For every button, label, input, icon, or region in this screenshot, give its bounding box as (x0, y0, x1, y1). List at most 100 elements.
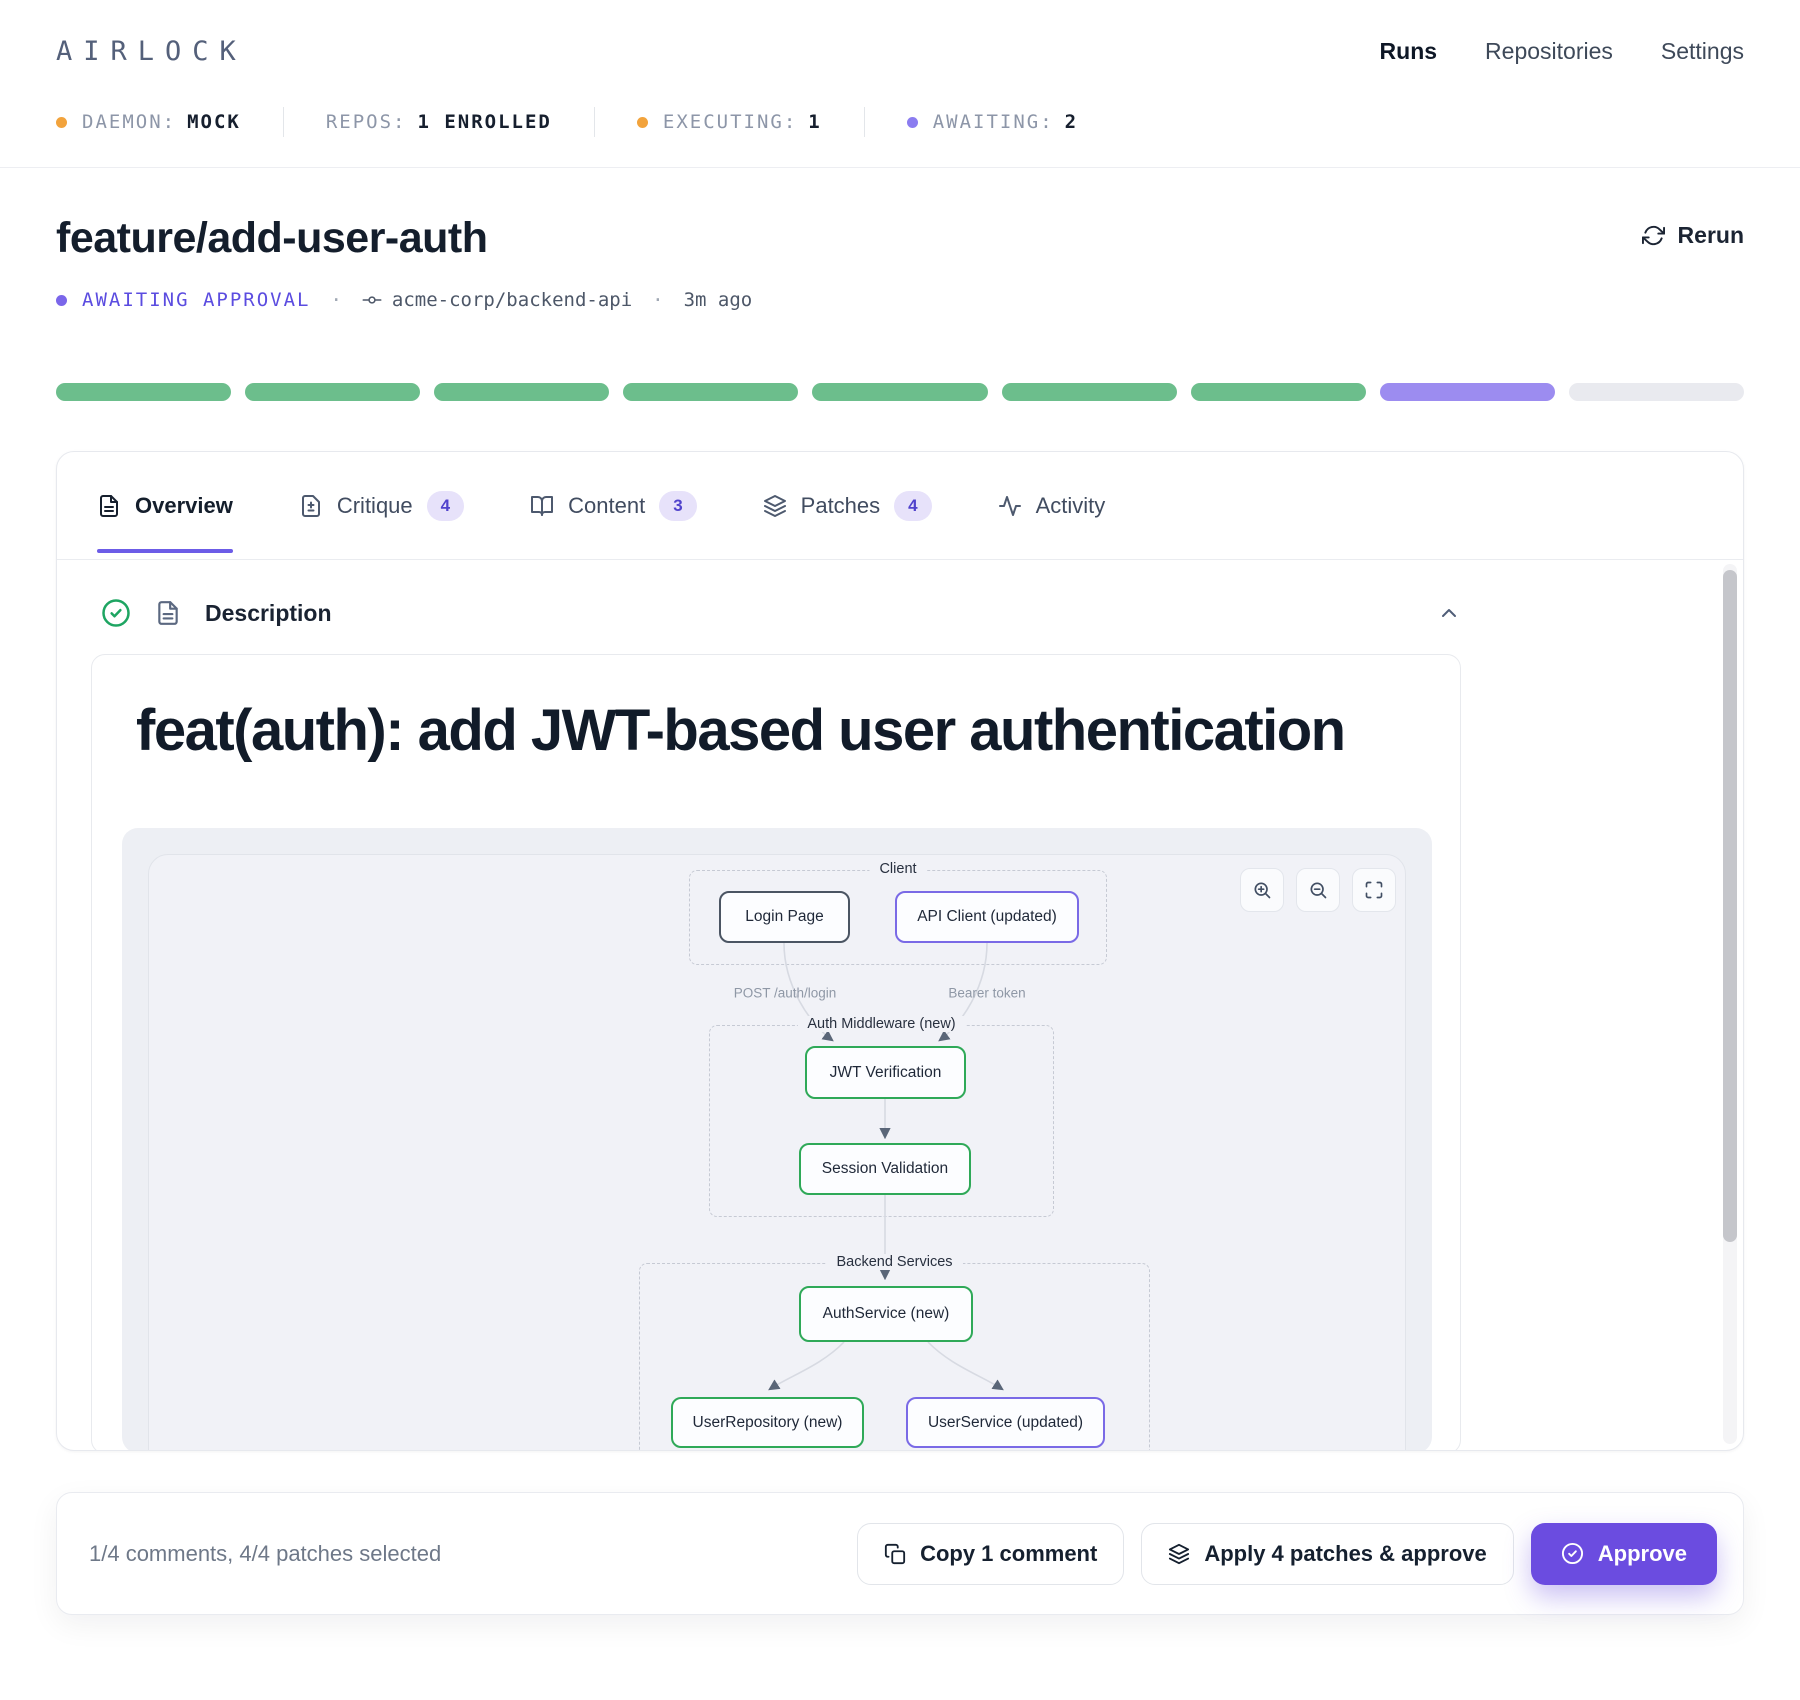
executing-value: 1 (808, 111, 822, 133)
pipeline-progress-bar (56, 383, 1744, 401)
node-label: UserRepository (new) (692, 1413, 843, 1431)
selection-summary: 1/4 comments, 4/4 patches selected (89, 1540, 442, 1566)
description-card: feat(auth): add JWT-based user authentic… (91, 654, 1461, 1450)
awaiting-label: AWAITING: (932, 111, 1054, 133)
tab-critique[interactable]: Critique 4 (299, 452, 465, 559)
repos-label: REPOS: (325, 111, 407, 133)
check-circle-icon (1561, 1542, 1583, 1565)
tab-content[interactable]: Content 3 (530, 452, 697, 559)
status-executing: EXECUTING: 1 (636, 111, 822, 133)
run-timestamp: 3m ago (683, 289, 753, 311)
diagram-group-client: Client (689, 861, 1107, 965)
dot-separator: · (330, 289, 342, 311)
zoom-in-icon (1254, 882, 1271, 899)
nav-settings[interactable]: Settings (1660, 38, 1744, 64)
approval-footer: 1/4 comments, 4/4 patches selected Copy … (56, 1492, 1744, 1615)
app-header: AIRLOCK Runs Repositories Settings (56, 0, 1744, 67)
tab-label: Critique (336, 492, 413, 518)
executing-label: EXECUTING: (662, 111, 798, 133)
tab-label: Overview (135, 492, 233, 518)
status-awaiting: AWAITING: 2 (906, 111, 1079, 133)
diagram-node-api-client[interactable]: API Client (updated) (895, 891, 1079, 943)
tab-overview[interactable]: Overview (97, 452, 233, 559)
document-icon (158, 601, 178, 625)
awaiting-approval-dot (56, 294, 67, 306)
copy-comment-button[interactable]: Copy 1 comment (857, 1522, 1125, 1585)
fullscreen-icon (1365, 881, 1383, 899)
status-separator (593, 107, 595, 137)
node-label: JWT Verification (829, 1063, 942, 1081)
tab-bar: Overview Critique 4 Content 3 Patches 4 (57, 452, 1743, 560)
run-header: feature/add-user-auth Rerun AWAITING APP… (56, 214, 1744, 311)
zoom-out-button[interactable] (1296, 868, 1340, 912)
run-status-badge: AWAITING APPROVAL (82, 289, 311, 311)
page-title: feature/add-user-auth (56, 214, 488, 262)
group-label: Backend Services (826, 1254, 963, 1270)
nav-repositories[interactable]: Repositories (1485, 38, 1613, 64)
nav-runs[interactable]: Runs (1379, 38, 1438, 64)
repo-link[interactable]: acme-corp/backend-api (362, 289, 632, 311)
progress-segment-done (56, 383, 232, 401)
progress-segment-done (245, 383, 421, 401)
repos-value: 1 ENROLLED (417, 111, 552, 133)
check-circle-icon (102, 599, 130, 627)
overview-panel: Description feat(auth): add JWT-based us… (57, 560, 1743, 1450)
chevron-up-icon[interactable] (1437, 601, 1461, 625)
diagram-group-backend: Backend Services (639, 1254, 1150, 1450)
section-title: Description (205, 599, 332, 626)
architecture-diagram: Client Auth Middleware (new) Backend Ser… (122, 828, 1432, 1450)
layers-icon (763, 494, 786, 517)
node-label: AuthService (new) (822, 1305, 950, 1322)
daemon-value: MOCK (187, 111, 241, 133)
active-tab-underline (97, 549, 233, 553)
dot-separator: · (652, 289, 664, 311)
progress-segment-done (434, 383, 610, 401)
book-open-icon (531, 495, 554, 516)
progress-segment-pending (1568, 383, 1744, 401)
daemon-status-bar: DAEMON: MOCK REPOS: 1 ENROLLED EXECUTING… (0, 107, 1800, 168)
scrollbar-thumb[interactable] (1723, 570, 1737, 1242)
file-text-icon (100, 494, 118, 517)
file-diff-icon (301, 494, 320, 517)
commit-title: feat(auth): add JWT-based user authentic… (136, 698, 1346, 763)
status-repos: REPOS: 1 ENROLLED (326, 111, 552, 133)
executing-status-dot (636, 116, 648, 128)
diagram-node-session-validation[interactable]: Session Validation (799, 1143, 971, 1195)
copy-icon (884, 1543, 906, 1564)
rerun-label: Rerun (1677, 222, 1744, 248)
approve-button[interactable]: Approve (1530, 1522, 1717, 1585)
tab-count-badge: 4 (894, 490, 932, 521)
diagram-node-jwt-verification[interactable]: JWT Verification (805, 1046, 966, 1099)
apply-patches-label: Apply 4 patches & approve (1204, 1540, 1487, 1566)
status-daemon: DAEMON: MOCK (56, 111, 241, 133)
apply-patches-button[interactable]: Apply 4 patches & approve (1141, 1522, 1514, 1585)
progress-segment-done (623, 383, 799, 401)
top-nav: Runs Repositories Settings (1380, 38, 1744, 65)
awaiting-value: 2 (1064, 111, 1079, 133)
node-label: UserService (updated) (927, 1413, 1084, 1431)
rerun-button[interactable]: Rerun (1641, 222, 1744, 249)
status-separator (863, 107, 865, 137)
brand-logo: AIRLOCK (56, 36, 247, 67)
diagram-group-middleware: Auth Middleware (new) (709, 1016, 1054, 1217)
node-label: Session Validation (821, 1160, 949, 1177)
tab-label: Patches (800, 492, 881, 518)
zoom-in-button[interactable] (1240, 868, 1284, 912)
tab-patches[interactable]: Patches 4 (763, 452, 932, 559)
group-label: Auth Middleware (new) (797, 1016, 966, 1032)
diagram-node-user-service[interactable]: UserService (updated) (906, 1397, 1105, 1448)
repo-name: acme-corp/backend-api (391, 289, 633, 311)
diagram-node-user-repository[interactable]: UserRepository (new) (671, 1397, 864, 1448)
fullscreen-button[interactable] (1352, 868, 1396, 912)
node-label: Login Page (745, 908, 824, 925)
progress-segment-done (1001, 383, 1177, 401)
diagram-node-auth-service[interactable]: AuthService (new) (799, 1286, 973, 1342)
tab-count-badge: 4 (426, 490, 465, 521)
tab-activity[interactable]: Activity (998, 452, 1105, 559)
progress-segment-done (1190, 383, 1366, 401)
diagram-node-login-page[interactable]: Login Page (719, 891, 850, 943)
description-section-header[interactable]: Description (91, 582, 1467, 654)
refresh-icon (1641, 225, 1665, 246)
layers-icon (1169, 1543, 1190, 1564)
edge-label-post-auth-login: POST /auth/login (733, 985, 837, 1001)
